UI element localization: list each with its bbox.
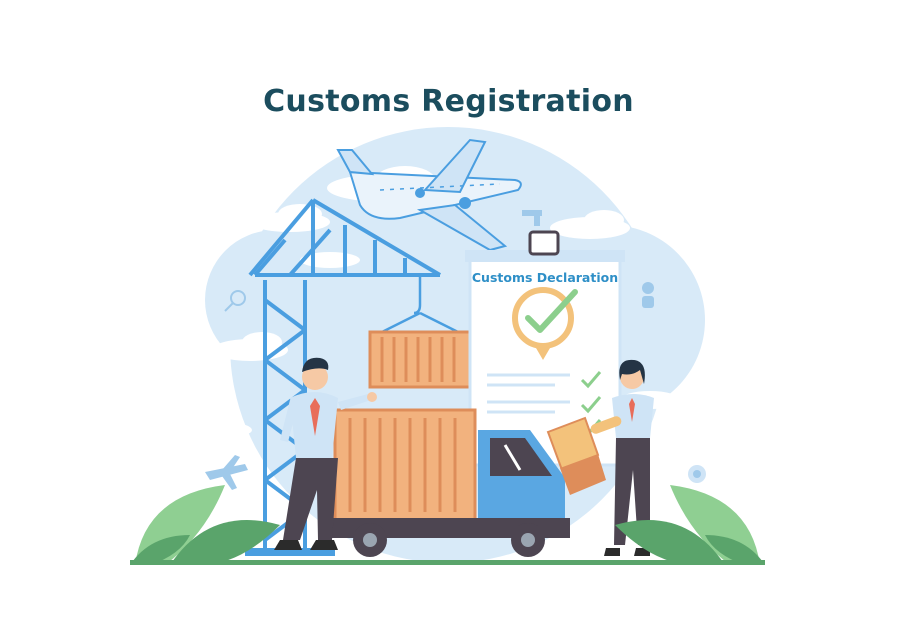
small-plane-icon — [205, 455, 248, 490]
check-badge-icon — [512, 287, 578, 360]
gun-icon — [522, 210, 542, 226]
magnifier-icon — [224, 290, 246, 312]
page-title: Customs Registration — [263, 84, 634, 119]
foliage-left — [130, 485, 280, 565]
airplane-icon — [336, 138, 522, 252]
ground-line — [130, 560, 765, 565]
female-customs-officer — [604, 359, 654, 556]
crane-hook — [379, 275, 461, 335]
officer-icon — [642, 282, 654, 308]
hanging-container — [368, 330, 472, 389]
police-badge-icon — [688, 465, 706, 483]
clipboard-title: Customs Declaration — [472, 270, 618, 285]
foliage-right — [615, 485, 765, 565]
truck — [330, 408, 570, 557]
stamp-icon — [546, 416, 622, 495]
crane-base — [245, 548, 335, 556]
male-customs-officer — [274, 357, 377, 550]
